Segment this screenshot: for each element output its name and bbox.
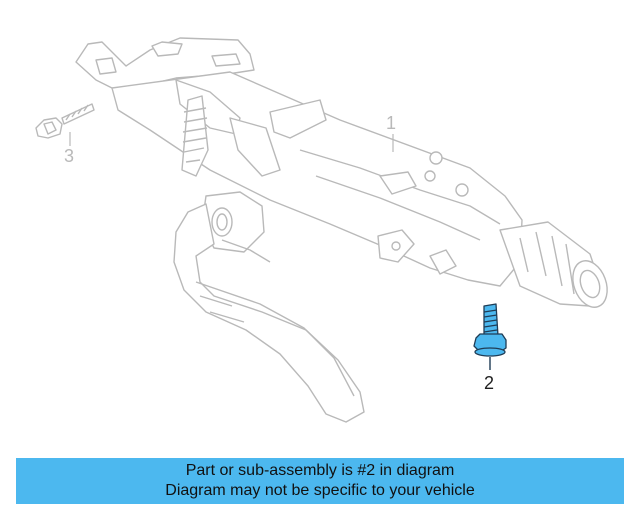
steering-column-assembly [35, 37, 608, 423]
parts-diagram [35, 37, 608, 423]
bolt-ghost-part-3 [35, 103, 95, 139]
leader-lines [69, 132, 394, 152]
callout-part-3: 3 [64, 146, 75, 166]
flange-bolt-icon [473, 303, 507, 357]
callout-part-2: 2 [484, 373, 495, 393]
banner-line-part: Part or sub-assembly is #2 in diagram [185, 462, 455, 479]
banner-line-disclaimer: Diagram may not be specific to your vehi… [165, 482, 475, 499]
callout-part-1: 1 [386, 113, 397, 133]
part-info-banner: Part or sub-assembly is #2 in diagram Di… [16, 458, 624, 504]
